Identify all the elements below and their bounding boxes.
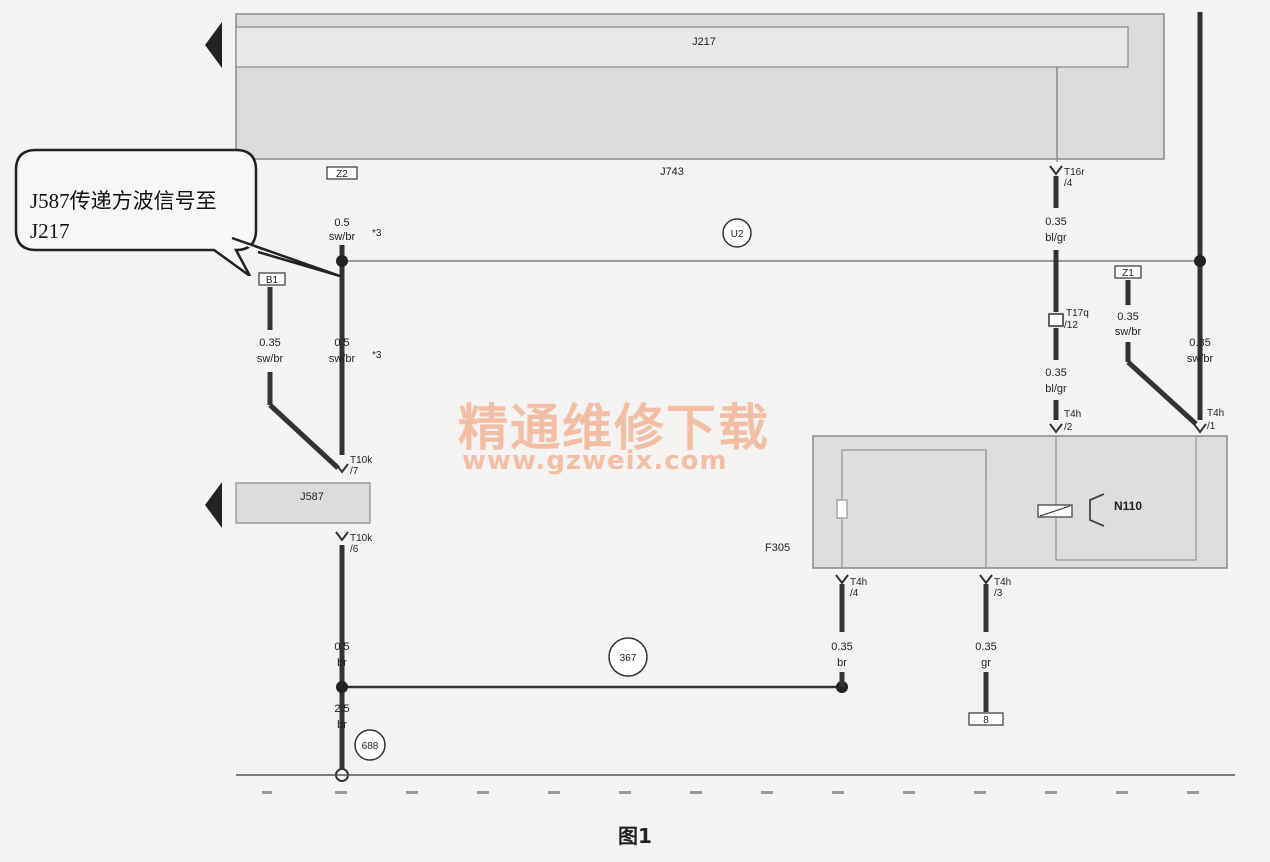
- wire-f3-size: 0.35: [975, 641, 996, 653]
- t4h-t1-connector-icon: [1193, 423, 1207, 434]
- t16r-connector-icon: [1049, 165, 1063, 176]
- junction-gnd-left: [336, 681, 348, 693]
- wire-right-size: 0.35: [1189, 337, 1210, 349]
- u2-label: U2: [731, 229, 744, 240]
- n110-switch-icon: [1089, 493, 1105, 527]
- watermark-chinese: 精通维修下载: [458, 399, 770, 457]
- j587-box: [235, 482, 371, 524]
- wire-z1-diagonal: [1126, 360, 1198, 426]
- wire-b1-size: 0.35: [259, 337, 280, 349]
- watermark-url: www.gzweix.com: [462, 446, 728, 476]
- node-367-label: 367: [620, 653, 637, 664]
- z1-connector-label: Z1: [1122, 268, 1134, 279]
- left-arrow-mid: [205, 482, 222, 528]
- t10k-b-connector-icon: [335, 531, 349, 542]
- wire-z2-note: *3: [372, 228, 382, 239]
- t4h-t2-label: T4h: [1064, 409, 1081, 420]
- wire-br-size: 0.5: [334, 641, 349, 653]
- j217-box: [235, 26, 1129, 68]
- ground-connector-label: 8: [983, 715, 989, 726]
- t10k-a-pin: /7: [350, 466, 359, 477]
- f305-internal-circuit: [836, 436, 1197, 568]
- node-688: [354, 729, 386, 761]
- j743-label: J743: [660, 166, 684, 178]
- wire-b1-color: sw/br: [257, 353, 284, 365]
- junction-right: [1194, 255, 1206, 267]
- wire-br-color: br: [337, 657, 347, 669]
- wire-t16-size: 0.35: [1045, 216, 1066, 228]
- t16r-pin: /4: [1064, 178, 1073, 189]
- wire-t17-color: bl/gr: [1045, 383, 1067, 395]
- b1-connector-box: [258, 272, 286, 286]
- t17q-label: T17q: [1066, 308, 1089, 319]
- t17q-pin: /12: [1064, 320, 1078, 331]
- t10k-a-connector-icon: [335, 463, 349, 474]
- t4h-t2-connector-icon: [1049, 423, 1063, 434]
- z2-connector-label: Z2: [336, 169, 348, 180]
- wire-gnd-size: 2.5: [334, 703, 349, 715]
- wire-z1-size: 0.35: [1117, 311, 1138, 323]
- t4h-t1-pin: /1: [1207, 421, 1216, 432]
- wire-f4-size: 0.35: [831, 641, 852, 653]
- t4h-m-connector-icon: [979, 574, 993, 585]
- t4h-m-label: T4h: [994, 577, 1011, 588]
- t10k-b-label: T10k: [350, 533, 373, 544]
- wire-f3-color: gr: [981, 657, 991, 669]
- t4h-t2-pin: /2: [1064, 422, 1073, 433]
- t10k-a-label: T10k: [350, 455, 373, 466]
- ground-connector-box: [968, 712, 1004, 726]
- z2-connector-box: [326, 166, 358, 180]
- f305-label: F305: [765, 542, 790, 554]
- wire-gnd-color: br: [337, 719, 347, 731]
- f305-module-box: [812, 435, 1228, 569]
- wire-t16-color: bl/gr: [1045, 232, 1067, 244]
- n110-coil-slash: [1039, 505, 1071, 517]
- callout-pointer: [231, 236, 341, 278]
- wire-mid-color: sw/br: [329, 353, 356, 365]
- callout-text: J587传递方波信号至J217: [30, 189, 217, 243]
- wire-z2-size: 0.5: [334, 217, 349, 229]
- wire-f4-color: br: [837, 657, 847, 669]
- wire-z1-color: sw/br: [1115, 326, 1142, 338]
- t4h-t1-label: T4h: [1207, 408, 1224, 419]
- left-arrow-top: [205, 22, 222, 68]
- t16r-label: T16r: [1064, 167, 1085, 178]
- t4h-l-pin: /4: [850, 588, 859, 599]
- node-367: [608, 637, 648, 677]
- j217-label: J217: [692, 36, 716, 48]
- t4h-m-pin: /3: [994, 588, 1003, 599]
- t4h-l-connector-icon: [835, 574, 849, 585]
- wire-b1-diagonal: [268, 403, 340, 470]
- wire-t17-size: 0.35: [1045, 367, 1066, 379]
- figure-caption: 图1: [618, 824, 652, 848]
- t10k-b-pin: /6: [350, 544, 359, 555]
- u2-node: [722, 218, 752, 248]
- wire-mid-note: *3: [372, 350, 382, 361]
- junction-left: [336, 255, 348, 267]
- wire-z2-color: sw/br: [329, 231, 356, 243]
- j587-label: J587: [300, 491, 324, 503]
- t17q-connector-icon: [1048, 313, 1064, 327]
- z1-connector-box: [1114, 265, 1142, 279]
- b1-connector-label: B1: [266, 275, 279, 286]
- bottom-ruler-ticks: [262, 791, 1199, 794]
- callout-bubble: [14, 148, 258, 276]
- t4h-l-label: T4h: [850, 577, 867, 588]
- n110-label: N110: [1114, 499, 1142, 513]
- wire-right-color: sw/br: [1187, 353, 1214, 365]
- node-688-label: 688: [362, 741, 379, 752]
- wire-mid-size: 0.5: [334, 337, 349, 349]
